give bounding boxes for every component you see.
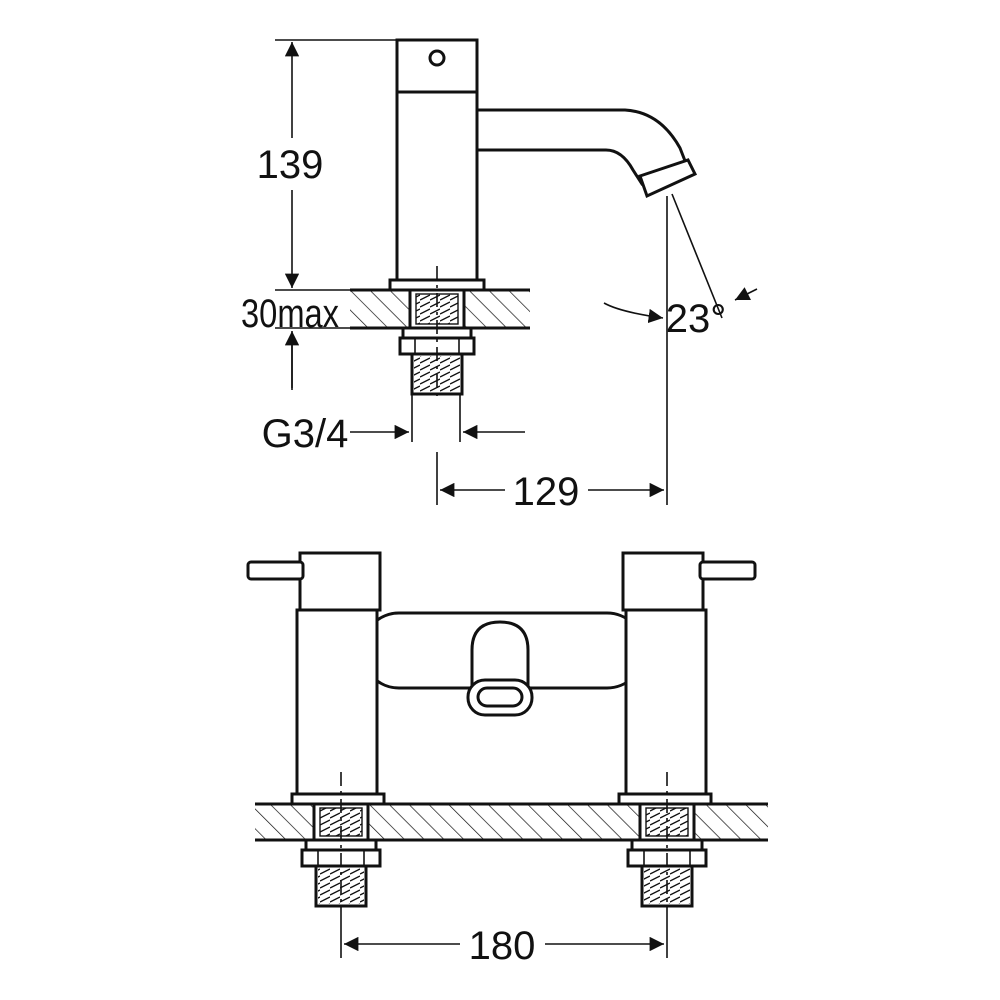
left-lever-handle (246, 560, 305, 581)
front-left-pillar (246, 551, 386, 806)
right-lever-handle (698, 560, 757, 581)
side-tap-body (395, 38, 479, 282)
front-spout-outlet (466, 620, 534, 717)
side-view: 139 30max G3/4 129 23° (241, 38, 758, 514)
front-view: 180 (246, 551, 768, 968)
dimension-thread: G3/4 (262, 412, 349, 456)
side-handle-hole (428, 49, 446, 67)
dimension-centres: 180 (469, 924, 536, 968)
front-left-fittings (300, 772, 382, 912)
dimension-height: 139 (257, 143, 324, 187)
front-right-fittings (626, 772, 708, 912)
front-right-pillar (617, 551, 757, 806)
dimension-spout-angle: 23° (666, 297, 727, 341)
dimension-reach: 129 (513, 470, 580, 514)
dimension-deck-max: 30max (241, 292, 339, 336)
